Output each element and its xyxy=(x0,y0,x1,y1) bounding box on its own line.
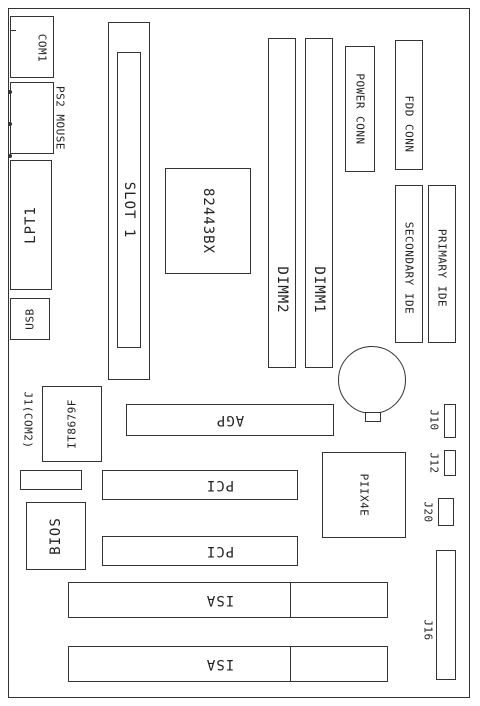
isa-slot-2 xyxy=(68,646,388,682)
j10-jumper xyxy=(444,404,456,438)
chipset-82443bx-label: 82443BX xyxy=(200,187,216,255)
j10-label: J10 xyxy=(427,409,441,431)
piix4e-chip xyxy=(322,452,406,538)
j16-header xyxy=(436,550,456,680)
agp-label: AGP xyxy=(215,412,245,428)
com1-label: COM1 xyxy=(35,33,49,63)
cmos-battery xyxy=(338,346,406,414)
slot1-label: SLOT 1 xyxy=(121,181,137,239)
secondary-ide-connector xyxy=(395,185,423,343)
pci-slot-2 xyxy=(102,536,298,566)
j12-jumper xyxy=(444,450,456,476)
ps2-mouse-connector xyxy=(10,82,54,154)
ps2-mouse-dot-bottom xyxy=(8,154,12,158)
lpt1-connector xyxy=(10,160,52,290)
dimm2-slot xyxy=(268,38,296,368)
j12-label: J12 xyxy=(427,452,441,474)
isa-slot-1-label: ISA xyxy=(205,592,235,608)
primary-ide-connector xyxy=(428,185,456,343)
usb-label: USB xyxy=(23,308,37,330)
ps2-mouse-label: PS2 MOUSE xyxy=(53,85,67,151)
ps2-mouse-dot-mid xyxy=(8,122,12,126)
piix4e-label: PIIX4E xyxy=(357,473,371,517)
power-connector xyxy=(345,46,375,172)
fdd-connector xyxy=(395,40,423,170)
j16-label: J16 xyxy=(421,619,435,641)
motherboard-outline xyxy=(8,8,470,698)
secondary-ide-label: SECONDARY IDE xyxy=(402,221,416,315)
dimm1-label: DIMM1 xyxy=(311,266,327,314)
primary-ide-label: PRIMARY IDE xyxy=(435,228,449,308)
lpt1-label: LPT1 xyxy=(23,206,39,244)
j20-label: J20 xyxy=(421,501,435,523)
chipset-82443bx xyxy=(165,168,251,274)
ps2-mouse-dot-top xyxy=(8,90,12,94)
power-connector-label: POWER CONN xyxy=(353,73,367,145)
j20-jumper xyxy=(438,498,454,526)
it8679f-label: IT8679F xyxy=(65,399,79,449)
pci-slot-1-label: PCI xyxy=(205,477,235,493)
pci-slot-1 xyxy=(102,470,298,500)
isa-slot-2-label: ISA xyxy=(205,656,235,672)
isa-slot-1 xyxy=(68,582,388,618)
cmos-battery-tab xyxy=(365,412,381,422)
it8679f-chip xyxy=(42,386,102,462)
dimm2-label: DIMM2 xyxy=(274,266,290,314)
usb-connector xyxy=(10,298,50,340)
com1-divider xyxy=(10,30,16,31)
j1-header xyxy=(20,470,82,490)
bios-chip xyxy=(26,502,86,570)
slot1-inner xyxy=(117,52,141,348)
bios-label: BIOS xyxy=(48,517,64,555)
dimm1-slot xyxy=(305,38,333,368)
j1-com2-label: J1(COM2) xyxy=(21,391,35,449)
com1-connector xyxy=(10,16,54,78)
pci-slot-2-label: PCI xyxy=(205,543,235,559)
isa-slot-1-divider xyxy=(290,582,291,618)
isa-slot-2-divider xyxy=(290,646,291,682)
fdd-connector-label: FDD CONN xyxy=(402,95,416,153)
agp-slot xyxy=(126,404,334,436)
